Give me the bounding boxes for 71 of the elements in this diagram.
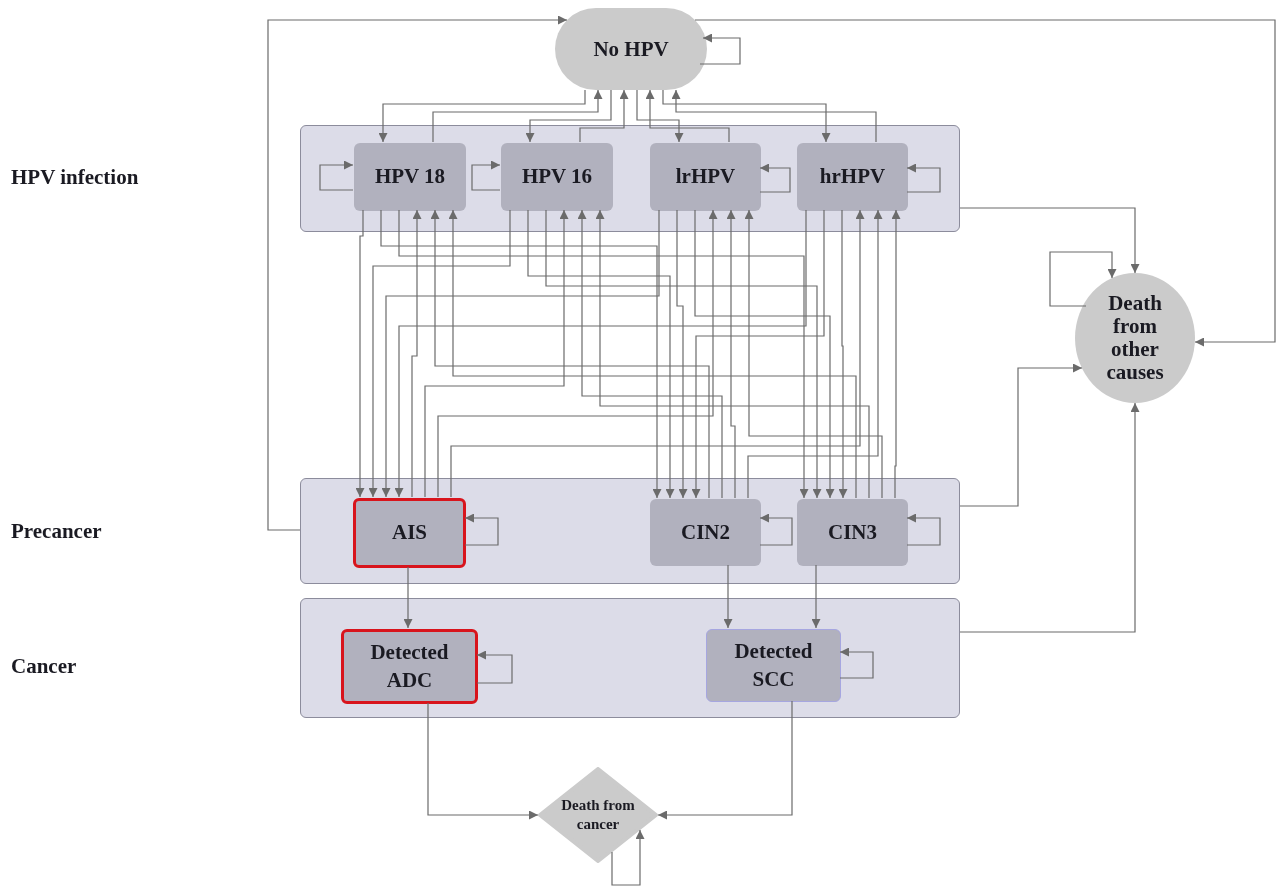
arrow	[636, 89, 684, 143]
arrow	[811, 564, 821, 629]
arrow	[527, 209, 675, 499]
arrow	[476, 650, 513, 684]
arrow	[959, 207, 1140, 274]
state-box	[797, 499, 908, 566]
arrow	[906, 163, 941, 193]
arrow	[355, 209, 365, 498]
state-box	[353, 498, 466, 568]
arrow	[839, 647, 874, 679]
state-box	[797, 143, 908, 211]
state-label: CIN3	[828, 518, 877, 546]
group-panel	[300, 598, 960, 718]
state-label: Detected SCC	[733, 638, 814, 693]
group-panel	[300, 125, 960, 232]
arrow	[579, 89, 629, 143]
arrow	[267, 15, 568, 531]
state-label: AIS	[392, 519, 427, 547]
arrow	[368, 209, 511, 498]
arrow	[759, 513, 793, 546]
arrow	[545, 209, 822, 499]
state-label: Detected ADC	[369, 639, 450, 694]
state-label: No HPV	[593, 36, 669, 62]
arrow	[424, 209, 569, 498]
arrow	[662, 89, 831, 143]
state-box	[341, 629, 478, 704]
arrow	[906, 513, 941, 546]
arrow	[432, 89, 603, 143]
arrow	[694, 19, 1276, 347]
state-label: hrHPV	[819, 163, 886, 191]
arrow	[611, 829, 645, 886]
state-label: Death from cancer	[560, 796, 636, 834]
arrow	[525, 89, 612, 143]
arrow	[1049, 251, 1117, 307]
state-box	[650, 143, 761, 211]
arrow	[464, 513, 499, 546]
row-label: HPV infection	[11, 165, 139, 190]
arrow	[577, 209, 723, 499]
state-pill	[555, 8, 707, 90]
arrow	[759, 163, 791, 193]
arrow	[471, 160, 501, 191]
row-label: Precancer	[11, 519, 102, 544]
arrow	[676, 209, 688, 499]
arrow	[838, 209, 848, 499]
state-label: CIN2	[681, 518, 730, 546]
arrow	[319, 160, 354, 191]
arrow	[403, 566, 413, 629]
state-label: lrHPV	[675, 163, 736, 191]
state-label: Death from other causes	[1105, 291, 1165, 385]
arrow	[378, 89, 586, 143]
state-box	[650, 499, 761, 566]
arrow	[657, 700, 793, 820]
arrow	[723, 564, 733, 629]
state-box	[706, 629, 841, 702]
arrow	[671, 89, 877, 143]
arrow	[959, 363, 1083, 507]
arrow	[595, 209, 870, 499]
arrow	[645, 89, 730, 143]
arrow	[726, 209, 736, 499]
arrow	[427, 702, 539, 820]
group-panel	[300, 478, 960, 584]
arrow	[959, 402, 1140, 633]
row-label: Cancer	[11, 654, 77, 679]
arrow	[891, 209, 901, 499]
state-box	[354, 143, 466, 211]
state-diamond	[538, 767, 658, 863]
state-box	[501, 143, 613, 211]
state-label: HPV 18	[374, 163, 446, 191]
state-label: HPV 16	[521, 163, 593, 191]
arrow	[411, 209, 422, 498]
arrow	[699, 33, 741, 65]
